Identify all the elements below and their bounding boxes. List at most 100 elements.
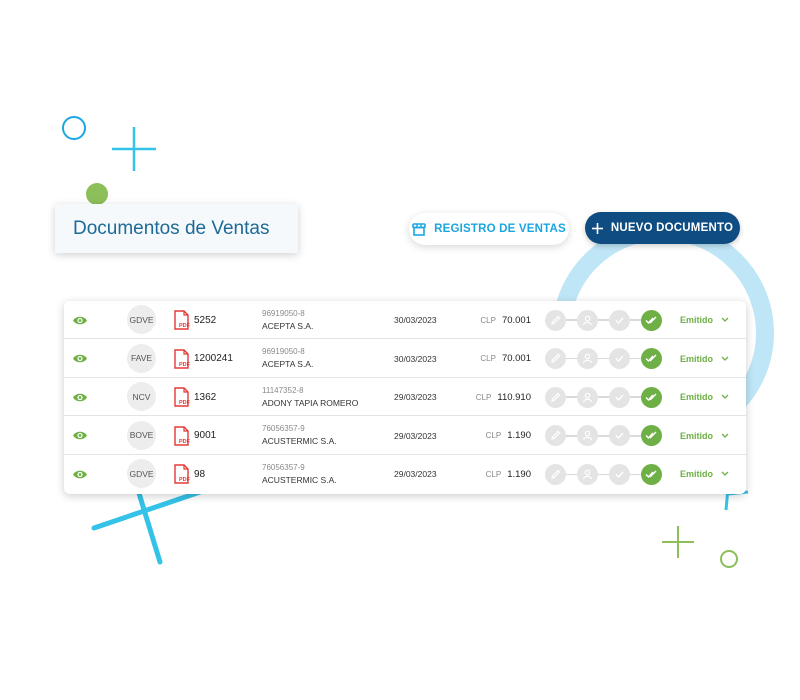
client-name: ADONY TAPIA ROMERO xyxy=(262,397,359,408)
client-name: ACUSTERMIC S.A. xyxy=(262,474,337,485)
client-rut: 96919050-8 xyxy=(262,347,305,357)
currency-label: CLP xyxy=(485,469,502,479)
table-row: GDVE PDF 5252 96919050-8 ACEPTA S.A. 30/… xyxy=(64,301,746,339)
svg-text:PDF: PDF xyxy=(179,362,190,368)
client-info: 11147352-8 ADONY TAPIA ROMERO xyxy=(262,378,382,416)
nuevo-documento-button[interactable]: NUEVO DOCUMENTO xyxy=(585,212,740,244)
client-info: 76056357-9 ACUSTERMIC S.A. xyxy=(262,455,382,493)
status-dropdown[interactable]: Emitido xyxy=(680,301,740,339)
chevron-down-icon xyxy=(721,392,729,402)
status-label: Emitido xyxy=(680,392,713,403)
client-rut: 76056357-9 xyxy=(262,424,305,434)
page-title-card: Documentos de Ventas xyxy=(55,204,298,253)
status-steps xyxy=(545,301,667,339)
edit-step-icon xyxy=(545,309,566,331)
chevron-down-icon xyxy=(721,354,729,364)
view-eye-icon[interactable] xyxy=(72,378,90,416)
amount-value: 70.001 xyxy=(501,314,531,326)
client-name: ACEPTA S.A. xyxy=(262,320,314,331)
document-date: 30/03/2023 xyxy=(394,353,437,364)
check-step-icon xyxy=(609,425,630,447)
registro-ventas-button[interactable]: REGISTRO DE VENTAS xyxy=(409,213,569,245)
pdf-icon: PDF xyxy=(174,348,190,369)
status-label: Emitido xyxy=(680,353,713,364)
double-check-step-icon xyxy=(641,348,662,370)
pdf-document-link[interactable]: PDF 9001 xyxy=(174,417,264,455)
pdf-icon: PDF xyxy=(174,387,190,407)
registro-ventas-label: REGISTRO DE VENTAS xyxy=(434,223,566,235)
doc-type-badge: NCV xyxy=(127,382,156,412)
table-row: NCV PDF 1362 11147352-8 ADONY TAPIA ROME… xyxy=(64,378,746,417)
status-dropdown[interactable]: Emitido xyxy=(680,378,740,416)
amount-value: 1.190 xyxy=(507,430,531,442)
client-rut: 96919050-8 xyxy=(262,308,305,318)
view-eye-icon[interactable] xyxy=(72,417,90,455)
edit-step-icon xyxy=(545,463,566,485)
table-row: BOVE PDF 9001 76056357-9 ACUSTERMIC S.A.… xyxy=(64,417,746,455)
view-eye-icon[interactable] xyxy=(72,301,90,339)
user-sign-step-icon xyxy=(577,386,598,408)
document-amount: CLP 110.910 xyxy=(459,378,531,416)
status-label: Emitido xyxy=(680,315,713,325)
amount-value: 1.190 xyxy=(507,468,531,480)
status-steps xyxy=(545,455,667,493)
check-step-icon xyxy=(609,309,630,331)
currency-label: CLP xyxy=(480,354,496,364)
document-number: 98 xyxy=(194,468,206,480)
view-eye-icon[interactable] xyxy=(72,455,90,493)
pdf-document-link[interactable]: PDF 1362 xyxy=(174,378,264,416)
double-check-step-icon xyxy=(641,309,662,331)
amount-value: 110.910 xyxy=(497,391,531,403)
client-name: ACUSTERMIC S.A. xyxy=(262,436,337,447)
view-eye-icon[interactable] xyxy=(72,340,90,378)
document-number: 1200241 xyxy=(194,353,233,365)
svg-text:PDF: PDF xyxy=(179,439,190,445)
document-amount: CLP 70.001 xyxy=(459,340,531,378)
table-row: FAVE PDF 1200241 96919050-8 ACEPTA S.A. … xyxy=(64,340,746,378)
doc-type-badge: GDVE xyxy=(127,305,156,334)
pdf-icon: PDF xyxy=(174,310,190,330)
pdf-document-link[interactable]: PDF 98 xyxy=(174,455,264,493)
currency-label: CLP xyxy=(485,431,502,441)
document-date: 29/03/2023 xyxy=(394,469,437,480)
double-check-step-icon xyxy=(641,386,662,408)
plus-icon xyxy=(591,222,603,234)
document-date: 30/03/2023 xyxy=(394,315,437,325)
svg-text:PDF: PDF xyxy=(179,477,190,483)
document-number: 1362 xyxy=(194,391,217,403)
status-dropdown[interactable]: Emitido xyxy=(680,455,740,493)
document-amount: CLP 1.190 xyxy=(459,455,531,493)
status-label: Emitido xyxy=(680,430,713,441)
status-dropdown[interactable]: Emitido xyxy=(680,417,740,455)
pdf-document-link[interactable]: PDF 5252 xyxy=(174,301,264,339)
status-steps xyxy=(545,340,667,378)
nuevo-documento-label: NUEVO DOCUMENTO xyxy=(610,222,734,234)
status-steps xyxy=(545,378,667,416)
check-step-icon xyxy=(609,386,630,408)
decorative-plus-green xyxy=(662,526,694,558)
currency-label: CLP xyxy=(475,392,492,402)
chevron-down-icon xyxy=(721,431,729,441)
documents-table: GDVE PDF 5252 96919050-8 ACEPTA S.A. 30/… xyxy=(64,301,746,494)
status-dropdown[interactable]: Emitido xyxy=(680,340,740,378)
double-check-step-icon xyxy=(641,463,662,485)
store-icon xyxy=(412,222,426,236)
doc-type-badge: BOVE xyxy=(127,420,156,450)
edit-step-icon xyxy=(545,425,566,447)
pdf-document-link[interactable]: PDF 1200241 xyxy=(174,340,264,378)
svg-text:PDF: PDF xyxy=(179,323,190,329)
chevron-down-icon xyxy=(721,315,729,325)
decorative-plus xyxy=(112,127,156,171)
document-number: 9001 xyxy=(194,430,217,442)
client-rut: 76056357-9 xyxy=(262,462,305,472)
doc-type-badge: FAVE xyxy=(127,343,156,373)
document-amount: CLP 70.001 xyxy=(459,301,531,339)
table-row: GDVE PDF 98 76056357-9 ACUSTERMIC S.A. 2… xyxy=(64,455,746,493)
client-name: ACEPTA S.A. xyxy=(262,359,314,370)
pdf-icon: PDF xyxy=(174,426,190,446)
amount-value: 70.001 xyxy=(501,353,531,365)
user-sign-step-icon xyxy=(577,425,598,447)
document-date: 29/03/2023 xyxy=(394,392,437,403)
user-sign-step-icon xyxy=(577,463,598,485)
decorative-cross xyxy=(91,487,203,565)
